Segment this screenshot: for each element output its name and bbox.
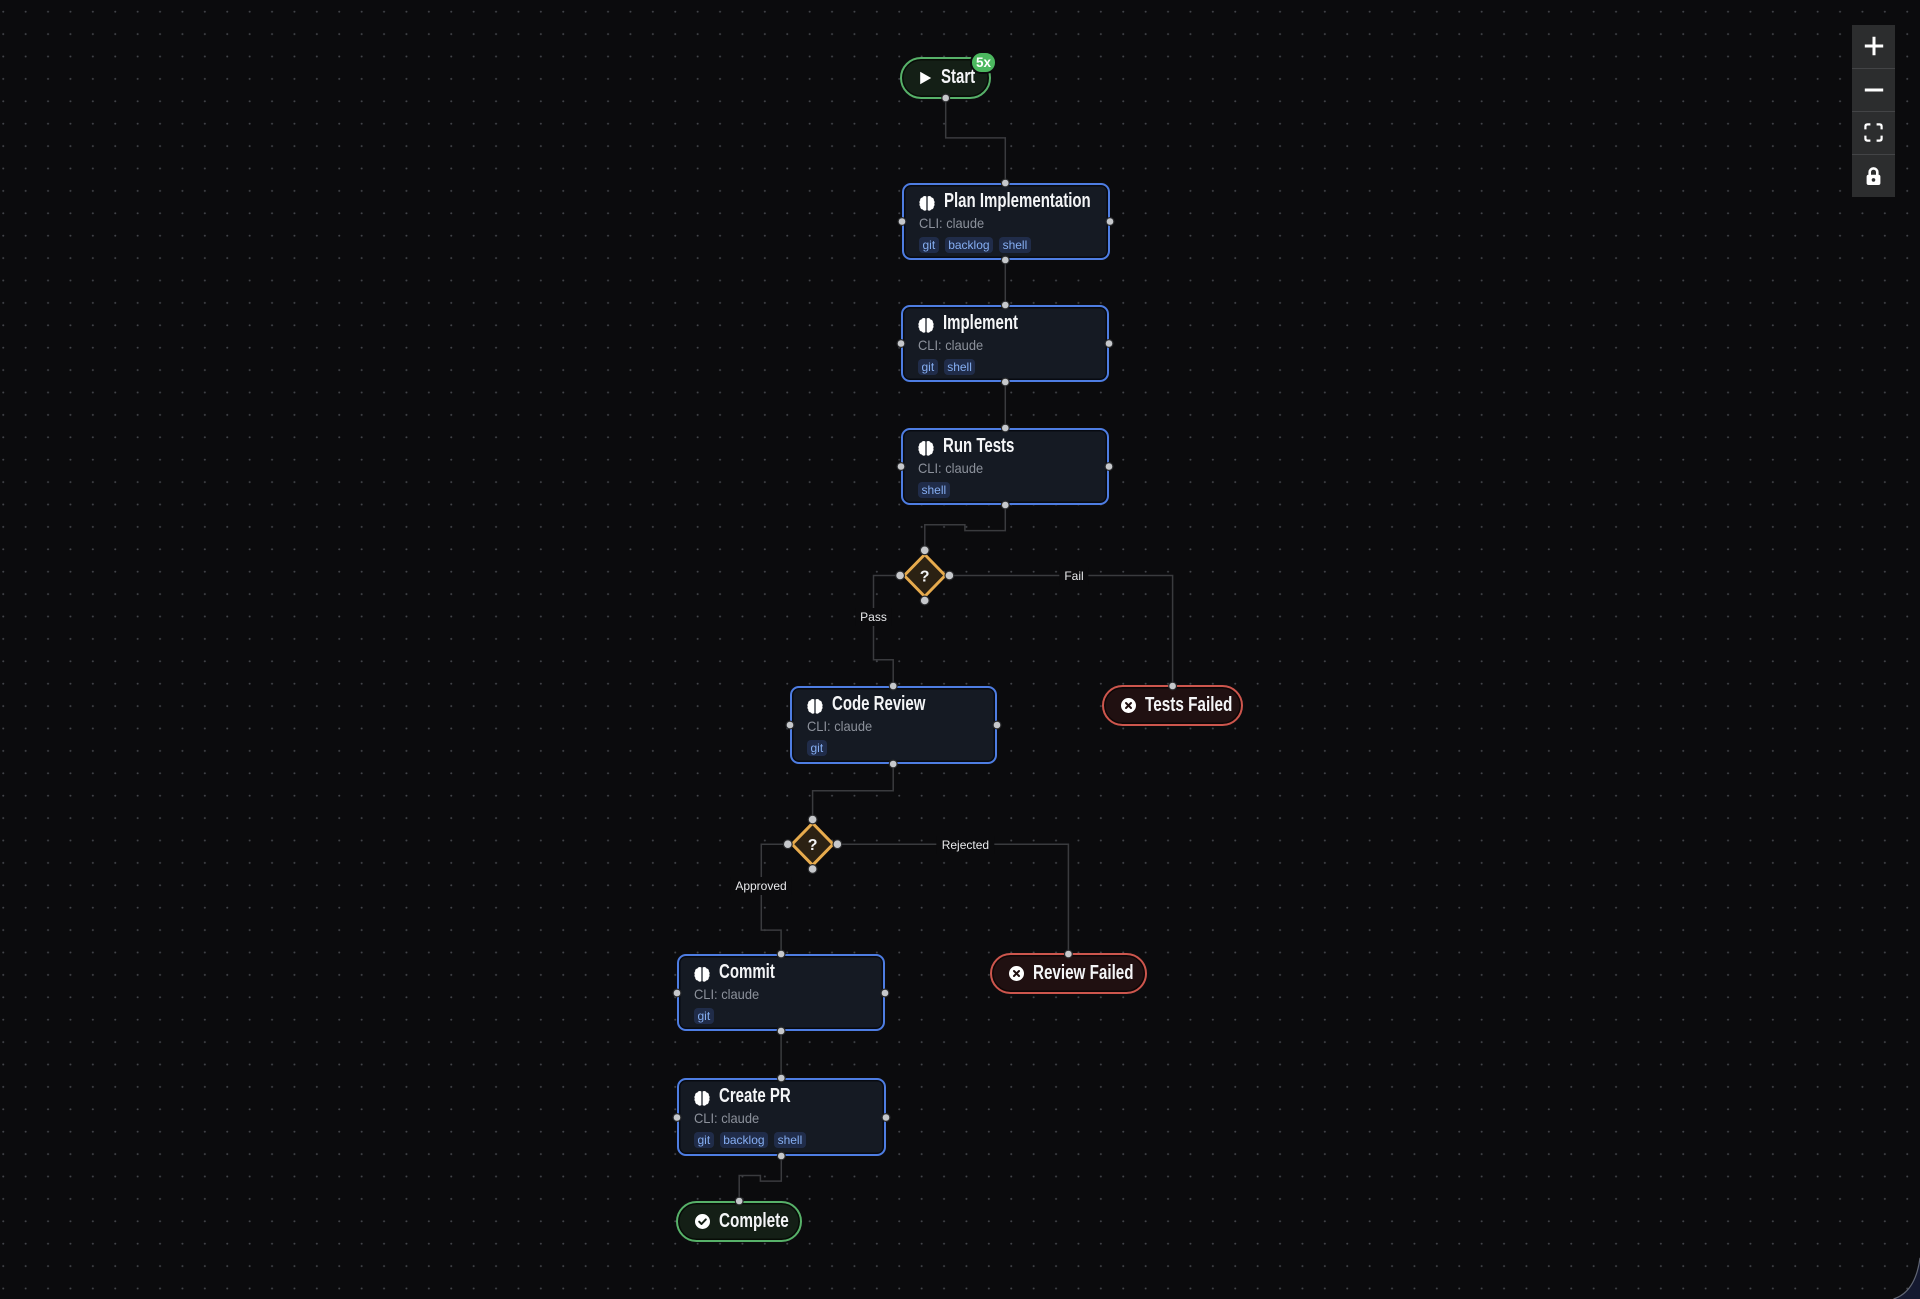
svg-text:?: ? (920, 569, 930, 586)
svg-text:?: ? (808, 837, 818, 854)
